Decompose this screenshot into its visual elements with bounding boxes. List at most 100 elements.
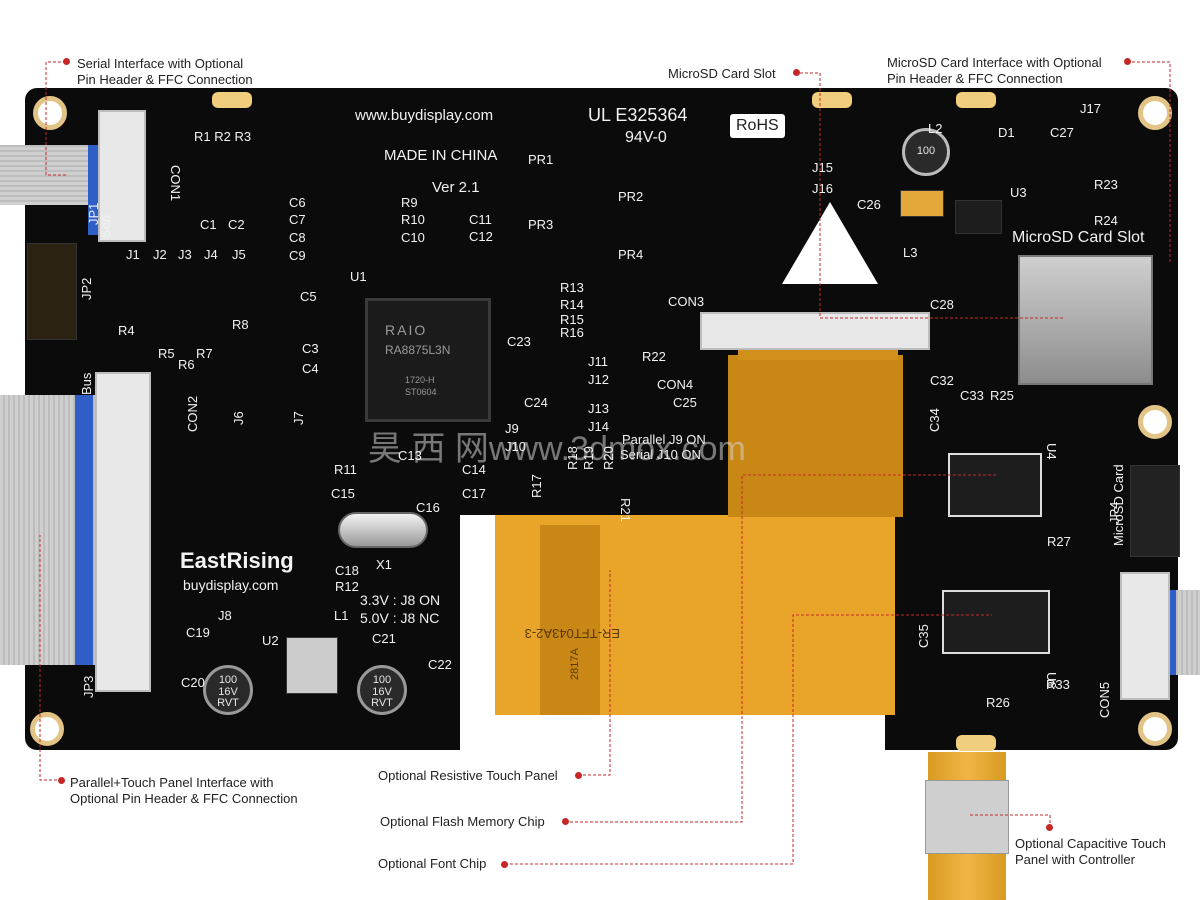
ref-r16: R16 [560, 325, 584, 340]
ref-c13: C13 [398, 448, 422, 463]
microsd-card-slot[interactable] [1018, 255, 1153, 385]
ref-pr4: PR4 [618, 247, 644, 262]
ref-j14: J14 [588, 419, 609, 434]
callout-font: Optional Font Chip [378, 856, 487, 871]
ref-c25: C25 [673, 395, 697, 410]
ra8875-controller-chip [365, 298, 491, 422]
ref-r22: R22 [642, 349, 666, 364]
jp4-header[interactable] [1130, 465, 1180, 557]
version-label: Ver 2.1 [432, 179, 480, 196]
ref-r9: R9 [401, 195, 418, 210]
parallel-j9: Parallel J9 ON [622, 432, 706, 447]
ref-c21: C21 [372, 631, 396, 646]
edge-pad [812, 92, 852, 108]
jp2-header[interactable] [27, 243, 77, 340]
ref-c3: C3 [302, 341, 319, 356]
ref-j8: J8 [218, 608, 232, 623]
ref-l3: L3 [903, 245, 918, 260]
ref-r12: R12 [335, 579, 359, 594]
ref-j3: J3 [178, 247, 192, 262]
flash-memory-chip [948, 453, 1042, 517]
ref-j1: J1 [126, 247, 140, 262]
serial-ffc-blue-strip [88, 145, 100, 235]
esd-warning-icon [782, 202, 878, 284]
ref-pr1: PR1 [528, 152, 554, 167]
callout-dot-serial [63, 58, 70, 65]
ref-r14: R14 [560, 297, 584, 312]
u2-regulator [286, 637, 338, 694]
ref-j2: J2 [153, 247, 167, 262]
tantalum-cap-c26 [900, 190, 944, 217]
callout-resistive: Optional Resistive Touch Panel [378, 768, 558, 783]
ref-c12: C12 [469, 229, 493, 244]
ref-c8: C8 [289, 230, 306, 245]
mount-hole-tl [33, 96, 67, 130]
ref-c11: C11 [469, 212, 492, 227]
ref-r8: R8 [232, 317, 249, 332]
inductor-l2 [902, 128, 950, 176]
ref-j5: J5 [232, 247, 246, 262]
touch-flex-strip [540, 525, 600, 715]
ref-x1: X1 [376, 557, 392, 572]
ref-l2: L2 [928, 121, 943, 136]
ref-c6: C6 [289, 195, 306, 210]
ref-c4: C4 [302, 361, 319, 376]
ref-r13: R13 [560, 280, 584, 295]
rohs-badge: RoHS [730, 114, 785, 138]
ref-pr3: PR3 [528, 217, 554, 232]
controller-brand: RAIO [385, 322, 428, 338]
ref-c9: C9 [289, 248, 306, 263]
con2-connector[interactable] [95, 372, 151, 692]
ref-r10: R10 [401, 212, 425, 227]
ref-c33: C33 [960, 388, 984, 403]
callout-flash: Optional Flash Memory Chip [380, 814, 545, 829]
ref-c7: C7 [289, 212, 306, 227]
ref-con3: CON3 [668, 294, 705, 309]
brand-label: EastRising [180, 548, 294, 573]
callout-microsd-slot: MicroSD Card Slot [668, 66, 776, 81]
ref-c14: C14 [462, 462, 486, 477]
ref-r4: R4 [118, 323, 135, 338]
con5-connector[interactable] [1120, 572, 1170, 700]
callout-parallel: Parallel+Touch Panel Interface with Opti… [70, 775, 298, 806]
ref-c18: C18 [335, 563, 359, 578]
callout-dot-parallel [58, 777, 65, 784]
controller-code1: 1720-H [405, 375, 435, 385]
callout-dot-resistive [575, 772, 582, 779]
ref-u2: U2 [262, 633, 279, 648]
ref-j11: J11 [588, 354, 608, 369]
controller-code2: ST0604 [405, 387, 437, 397]
con1-connector[interactable] [98, 110, 146, 242]
microsd-silk-label: MicroSD Card Slot [1012, 229, 1145, 246]
ref-r26: R26 [986, 695, 1010, 710]
ref-c1: C1 [200, 217, 217, 232]
ref-c19: C19 [186, 625, 210, 640]
ref-r33: R33 [1046, 677, 1070, 692]
inductor-value: 100 [916, 145, 936, 157]
edge-pad [956, 735, 996, 751]
brand-url: buydisplay.com [183, 577, 279, 593]
ref-c16: C16 [416, 500, 440, 515]
ref-r1r2r3: R1 R2 R3 [194, 129, 252, 144]
callout-capacitive: Optional Capacitive Touch Panel with Con… [1015, 836, 1166, 867]
ref-r7: R7 [196, 346, 213, 361]
ref-c20: C20 [181, 675, 205, 690]
made-in-label: MADE IN CHINA [384, 147, 498, 164]
ul-label: UL E325364 [588, 105, 688, 125]
font-chip [942, 590, 1050, 654]
ref-r24: R24 [1094, 213, 1118, 228]
voltage-5v: 5.0V : J8 NC [360, 610, 440, 626]
mount-hole-bl [30, 712, 64, 746]
ul-grade: 94V-0 [625, 129, 667, 146]
ref-j4: J4 [204, 247, 218, 262]
c20-value: 100 16V RVT [217, 674, 239, 710]
ref-r25: R25 [990, 388, 1014, 403]
callout-dot-font [501, 861, 508, 868]
ref-r23: R23 [1094, 177, 1118, 192]
ref-j12: J12 [588, 372, 609, 387]
ref-u3: U3 [1010, 185, 1027, 200]
ref-c32: C32 [930, 373, 954, 388]
lcd-flex-strip [728, 355, 903, 517]
callout-dot-flash [562, 818, 569, 825]
ref-c22: C22 [428, 657, 452, 672]
